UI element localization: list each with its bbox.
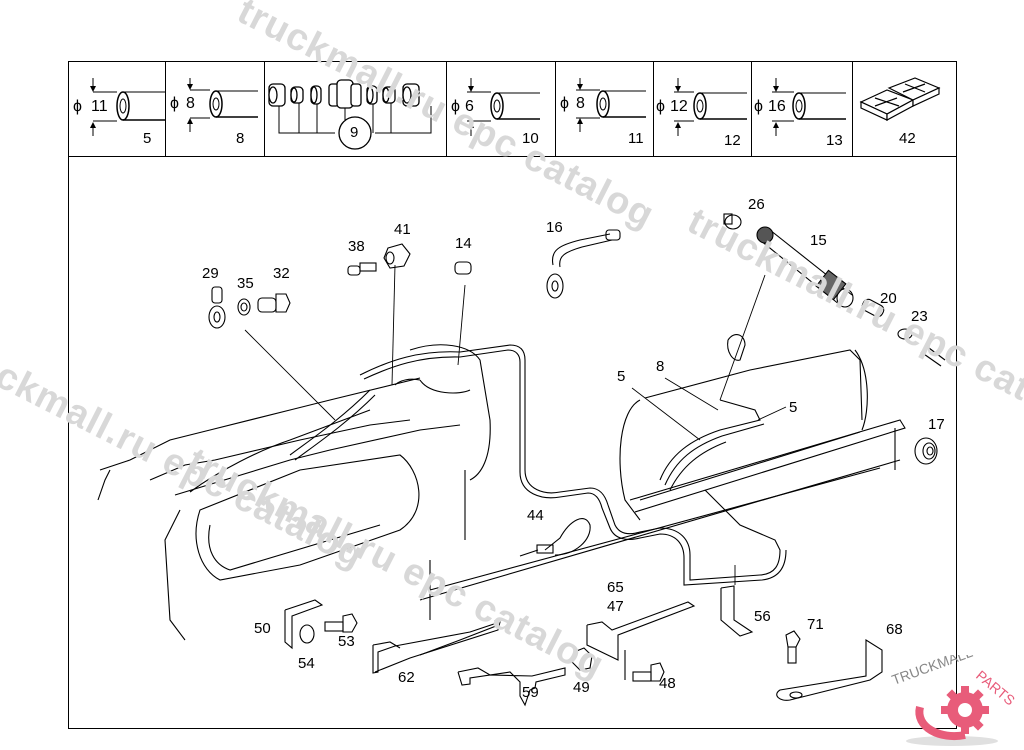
bracket-parts [284,585,883,707]
callout-8[interactable]: 8 [656,358,665,375]
callout-38[interactable]: 38 [348,238,365,255]
callout-49[interactable]: 49 [573,679,590,696]
part-number: 10 [522,130,539,147]
callout-68[interactable]: 68 [886,621,903,638]
callout-32[interactable]: 32 [273,265,290,282]
pipe-icon [576,78,646,132]
logo-swoosh-icon [915,706,966,741]
pipe-icon [90,78,165,136]
truckmallparts-logo: TRUCKMALL PARTS [890,655,1018,746]
diameter-value: 6 [465,98,474,115]
callout-44[interactable]: 44 [527,507,544,524]
callout-20[interactable]: 20 [880,290,897,307]
diameter-value: 11 [91,98,108,115]
diameter-value: 12 [670,98,688,115]
callout-35[interactable]: 35 [237,275,254,292]
callout-16[interactable]: 16 [546,219,563,236]
callout-47[interactable]: 47 [607,598,624,615]
logo-shadow [906,736,998,746]
parts-legend-row: ϕ 11 5 ϕ 8 8 [69,62,956,157]
callout-15[interactable]: 15 [810,232,827,249]
fittings-kit-icon [268,79,432,150]
pipe-icon [674,78,747,136]
part-number: 42 [899,130,916,147]
small-parts [208,213,946,557]
gear-icon [941,686,989,734]
pad-icon [859,77,941,122]
diameter-symbol: ϕ [754,98,763,115]
diameter-value: 8 [576,95,585,112]
legend-cell-pipe-6[interactable]: ϕ 6 10 [447,62,556,156]
pipe-icon [772,78,846,136]
diameter-symbol: ϕ [656,98,665,115]
callout-5-right[interactable]: 5 [789,399,798,416]
legend-cell-pipe-12[interactable]: ϕ 12 12 [654,62,752,156]
fuel-pipes [189,344,787,586]
callout-50[interactable]: 50 [254,620,271,637]
engine-block-outline [97,344,491,641]
callout-48[interactable]: 48 [659,675,676,692]
legend-cell-pad[interactable]: 42 [853,62,956,156]
legend-cell-pipe-8b[interactable]: ϕ 8 11 [556,62,654,156]
pipe-icon [467,78,540,136]
part-number: 13 [826,132,843,149]
diameter-symbol: ϕ [560,95,569,112]
legend-cell-pipe-16[interactable]: ϕ 16 13 [752,62,853,156]
part-number: 11 [628,130,644,147]
callout-23[interactable]: 23 [911,308,928,325]
legend-cell-pipe-8[interactable]: ϕ 8 8 [166,62,265,156]
callout-29[interactable]: 29 [202,265,219,282]
callout-26[interactable]: 26 [748,196,765,213]
diameter-symbol: ϕ [73,98,82,115]
callout-62[interactable]: 62 [398,669,415,686]
logo-text-left: TRUCKMALL [890,655,975,688]
diameter-value: 16 [768,98,786,115]
callout-5-left[interactable]: 5 [617,368,626,385]
callout-71[interactable]: 71 [807,616,824,633]
fuel-tank [419,334,906,601]
callout-59[interactable]: 59 [522,684,539,701]
callout-41[interactable]: 41 [394,221,411,238]
diameter-value: 8 [186,95,195,112]
legend-cell-pipe-11[interactable]: ϕ 11 5 [69,62,166,156]
callout-65[interactable]: 65 [607,579,624,596]
part-number: 5 [143,130,152,147]
part-number: 9 [350,124,359,141]
pipe-icon [187,78,258,132]
callout-54[interactable]: 54 [298,655,315,672]
callout-14[interactable]: 14 [455,235,472,252]
callout-56[interactable]: 56 [754,608,771,625]
callout-17[interactable]: 17 [928,416,945,433]
callout-53[interactable]: 53 [338,633,355,650]
part-number: 8 [236,130,245,147]
part-number: 12 [724,132,741,149]
legend-cell-fittings-kit[interactable]: 9 [265,62,447,156]
leader-lines [244,264,787,585]
diameter-symbol: ϕ [170,95,179,112]
diameter-symbol: ϕ [451,98,460,115]
parts-diagram-frame: ϕ 11 5 ϕ 8 8 [68,61,957,729]
